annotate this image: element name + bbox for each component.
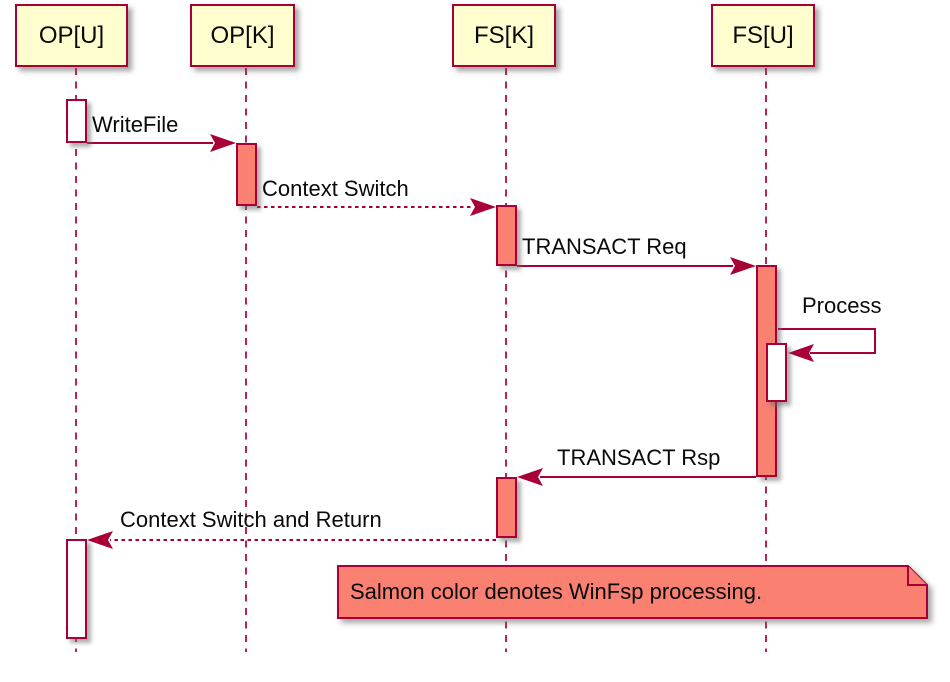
message-label-transact-req: TRANSACT Req bbox=[522, 234, 687, 259]
message-label-transact-rsp: TRANSACT Rsp bbox=[557, 445, 721, 470]
message-label-writefile: WriteFile bbox=[92, 112, 179, 137]
note-text: Salmon color denotes WinFsp processing. bbox=[350, 579, 763, 604]
message-label-context-switch-return: Context Switch and Return bbox=[120, 507, 382, 532]
message-line-process-self bbox=[778, 328, 876, 354]
message-label-process: Process bbox=[802, 293, 882, 318]
participant-op-u: OP[U] bbox=[15, 4, 128, 67]
arrowhead-context-switch bbox=[470, 198, 496, 216]
participant-op-k: OP[K] bbox=[190, 4, 295, 67]
activation-fs-k-winfsp-1 bbox=[496, 205, 517, 266]
participant-op-k-label: OP[K] bbox=[210, 21, 275, 49]
activation-op-u-1 bbox=[66, 99, 87, 143]
note-body bbox=[337, 565, 928, 619]
arrowhead-writefile bbox=[210, 134, 236, 152]
note-fold-corner bbox=[907, 566, 927, 586]
participant-fs-u-label: FS[U] bbox=[732, 21, 794, 49]
activation-fs-k-winfsp-2 bbox=[496, 477, 517, 538]
arrowhead-process bbox=[788, 344, 814, 362]
participant-fs-u: FS[U] bbox=[711, 4, 815, 67]
note: Salmon color denotes WinFsp processing. bbox=[337, 565, 928, 619]
note-shape bbox=[337, 565, 928, 619]
participant-fs-k-label: FS[K] bbox=[473, 21, 534, 49]
message-label-context-switch: Context Switch bbox=[262, 176, 409, 201]
activation-op-k-winfsp bbox=[236, 143, 257, 206]
arrowhead-transact-rsp bbox=[517, 468, 543, 486]
arrowhead-context-switch-return bbox=[87, 531, 113, 549]
activation-fs-u-process bbox=[766, 343, 787, 402]
activation-op-u-2 bbox=[66, 539, 87, 639]
participant-op-u-label: OP[U] bbox=[38, 21, 105, 49]
participant-fs-k: FS[K] bbox=[452, 4, 556, 67]
arrowhead-transact-req bbox=[730, 257, 756, 275]
